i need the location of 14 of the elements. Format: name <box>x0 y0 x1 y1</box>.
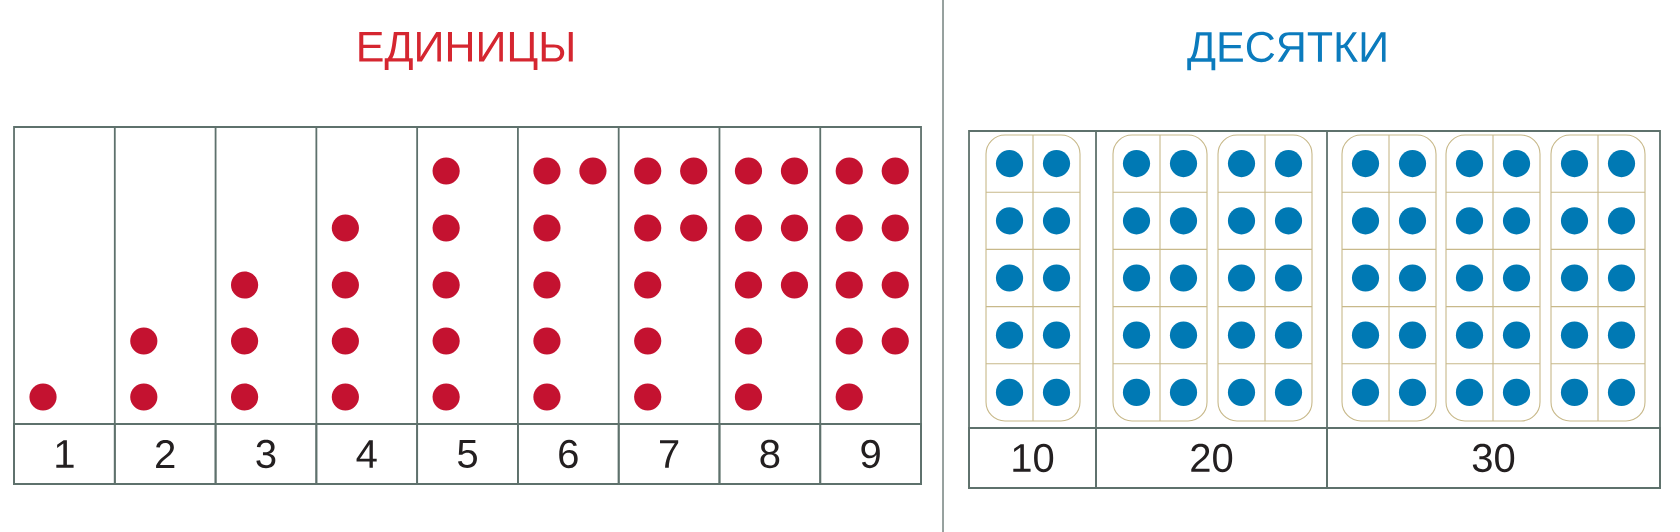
number-cell: 2 <box>113 423 217 485</box>
number-cell: 10 <box>968 427 1097 489</box>
number-cell: 7 <box>617 423 721 485</box>
number-cell: 30 <box>1326 427 1661 489</box>
heading: ДЕСЯТКИ <box>1187 31 1386 71</box>
number-cell: 8 <box>718 423 822 485</box>
number-cell: 4 <box>315 423 419 485</box>
heading: ЕДИНИЦЫ <box>359 31 573 71</box>
number-cell: 1 <box>13 423 116 485</box>
number-cell: 5 <box>416 423 519 485</box>
number-cell: 3 <box>214 423 318 485</box>
number-cell: 9 <box>819 423 922 485</box>
number-cell: 6 <box>517 423 620 485</box>
number-cell: 20 <box>1095 427 1328 489</box>
